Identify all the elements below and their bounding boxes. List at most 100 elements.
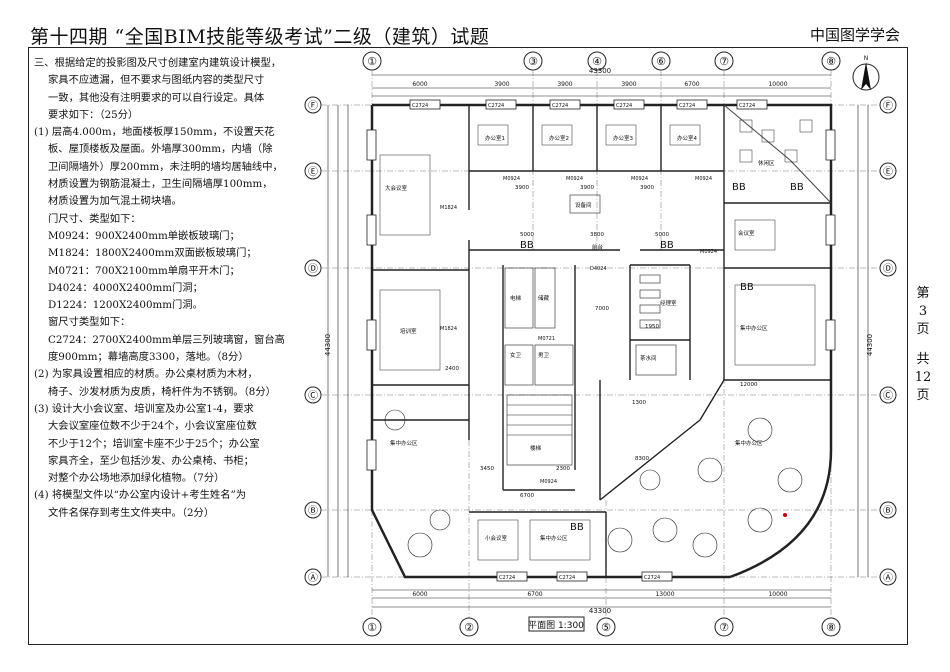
exam-instructions: 三、根据给定的投影图及尺寸创建室内建筑设计模型， 家具不应遗漏，但不要求与图纸内… [34, 55, 300, 522]
dimension: 10000 [768, 81, 787, 88]
dimension: 3900 [557, 81, 572, 88]
room-label: 设备间 [575, 201, 592, 209]
room-label: 办公室4 [677, 134, 698, 142]
axis-label: ③ [528, 55, 538, 68]
room-label: 办公室3 [613, 134, 634, 142]
organization-name: 中国图学学会 [809, 26, 900, 44]
svg-text:BB: BB [732, 182, 746, 193]
windows: C2724 C2724 C2724 C2724 C2724 C2724 C272… [366, 99, 836, 582]
header-rule [28, 47, 908, 48]
axis-label: Ⓒ [308, 390, 318, 402]
intro-line: 一致，其他没有注明要求的可以自行设定。具体 [48, 91, 265, 104]
page-char: 3 [918, 304, 928, 319]
dimension: 6700 [527, 591, 542, 598]
window-line: C2724：2700X2400mm单层三列玻璃窗，窗台高 [48, 333, 285, 346]
axis-label: Ⓔ [883, 166, 893, 178]
interior-walls [372, 105, 831, 577]
core-fixtures [504, 194, 677, 466]
door-tags: M0924 M0924 M0924 M0924 M1824 M1824 M072… [440, 176, 717, 485]
room-label: 办公室1 [485, 134, 505, 142]
bottom-axis-bubbles: ① ② ⑤ ⑦ ⑧ [362, 617, 841, 637]
item4-line: 文件名保存到考生文件夹中。（2分） [48, 506, 215, 519]
north-label: N [864, 55, 869, 62]
dimension: 1300 [632, 400, 646, 406]
room-label: 小会议室 [485, 534, 508, 542]
axis-label: Ⓕ [883, 100, 893, 112]
dimension: 6000 [412, 81, 427, 88]
item4-line: (4) 将模型文件以“办公室内设计+考生姓名”为 [34, 489, 247, 502]
page-number: 第 3 页 共 12 页 [910, 285, 936, 405]
dimension: 6700 [520, 493, 534, 499]
dimension: 10000 [768, 591, 787, 598]
axis-label: ⑦ [719, 55, 729, 68]
left-dimensions: 44300 44300 [324, 105, 874, 577]
item3-line: (3) 设计大小会议室、培训室及办公室1-4，要求 [34, 402, 254, 415]
page-char: 第 [916, 286, 930, 301]
door-tag: M0924 [503, 176, 520, 182]
item1-line: (1) 层高4.000m，地面楼板厚150mm，不设置天花 [34, 126, 275, 139]
dimension: 5000 [655, 232, 669, 238]
dimension-total: 44300 [866, 334, 874, 356]
door-tag: M1824 [440, 205, 457, 211]
item1-line: 卫间隔墙外）厚200mm，未注明的墙均居轴线中， [48, 160, 283, 173]
room-label: 集中办公区 [390, 439, 418, 447]
room-labels: 办公室1 办公室2 办公室3 办公室4 休闲区 大会议室 培训室 会议室 前台 … [385, 134, 775, 542]
axis-label: ⑧ [826, 55, 836, 68]
page-frame [28, 47, 908, 645]
plan-title: 平面图 1:300 [528, 620, 584, 631]
room-label: 女卫 [510, 351, 522, 359]
dimension-total: 43300 [589, 67, 611, 75]
dimension: 6700 [684, 81, 699, 88]
dimension: 6000 [412, 591, 427, 598]
door-line: M0924：900X2400mm单嵌板玻璃门； [48, 229, 240, 242]
axis-label: Ⓒ [883, 390, 893, 402]
axis-label: ① [367, 621, 377, 634]
top-dimensions: 43300 6000 3900 3900 3900 6700 10000 [372, 67, 831, 97]
room-label: 储藏 [538, 294, 550, 302]
plan-label: 平面图 1:300 [528, 616, 585, 632]
window-tag: C2724 [616, 103, 632, 109]
door-line: M1824：1800X2400mm双面嵌板玻璃门； [48, 247, 257, 260]
window-tag: C2724 [559, 575, 575, 581]
dimension: 13000 [655, 591, 674, 598]
axis-label: Ⓓ [883, 263, 893, 275]
door-line: D1224：1200X2400mm门洞。 [48, 299, 203, 312]
dimension: 12000 [740, 382, 758, 388]
item3-line: 大会议室座位数不少于24个，小会议室座位数 [48, 420, 257, 433]
svg-text:BB: BB [520, 240, 534, 251]
dimension-total: 44300 [324, 334, 332, 356]
axis-label: ⑧ [826, 621, 836, 634]
item2-line: (2) 为家具设置相应的材质。办公桌材质为木材， [34, 368, 258, 381]
axis-label: ② [464, 621, 474, 634]
page-char: 页 [916, 322, 930, 337]
intro-line: 家具不应遗漏，但不要求与图纸内容的类型尺寸 [48, 74, 265, 87]
svg-text:BB: BB [740, 282, 754, 293]
axis-label: Ⓔ [308, 166, 318, 178]
window-tag: C2724 [552, 103, 568, 109]
dimension: 5000 [520, 232, 534, 238]
door-line: D4024：4000X2400mm门洞； [48, 281, 203, 294]
axis-label: Ⓑ [308, 505, 318, 517]
row-axis-bubbles: Ⓕ Ⓔ Ⓓ Ⓒ Ⓑ Ⓐ Ⓕ Ⓔ Ⓓ Ⓒ Ⓑ Ⓐ [304, 96, 897, 586]
door-line: M0721：700X2100mm单扇平开木门； [48, 264, 240, 277]
room-label: 大会议室 [385, 184, 408, 192]
svg-text:BB: BB [570, 522, 584, 533]
door-tag: M1824 [440, 326, 457, 332]
window-line: 窗尺寸类型如下： [48, 316, 131, 329]
intro-line: 三、根据给定的投影图及尺寸创建室内建筑设计模型， [34, 57, 282, 69]
item3-line: 不少于12个；培训室卡座不少于25个；办公室 [48, 437, 260, 450]
window-tag: C2724 [679, 103, 695, 109]
dimension: 3900 [580, 185, 594, 191]
dimension: 2300 [556, 466, 570, 472]
window-tag: C2724 [499, 575, 515, 581]
svg-text:BB: BB [660, 240, 674, 251]
north-arrow: N [852, 55, 880, 91]
room-label: 培训室 [400, 327, 417, 335]
dimension: 3900 [621, 81, 636, 88]
axis-label: ⑤ [601, 621, 611, 634]
item1-line: 板、屋顶楼板及屋面。外墙厚300mm，内墙（除 [48, 143, 273, 156]
door-tag: M0721 [538, 336, 555, 342]
room-label: 办公室2 [549, 134, 569, 142]
dimension: 3800 [590, 232, 604, 238]
lounge-furniture: BB BB BB BB BB BB [520, 119, 813, 533]
